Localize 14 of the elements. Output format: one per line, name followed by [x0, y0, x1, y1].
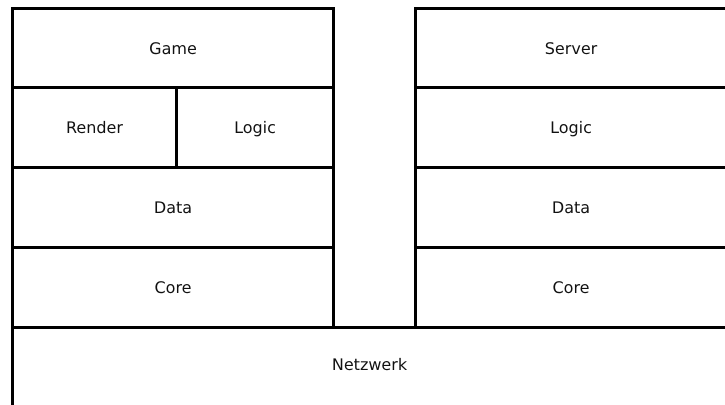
- layer-label: Game: [149, 38, 197, 58]
- layer-label: Data: [154, 198, 192, 217]
- layer-box: [11, 7, 335, 89]
- layer-label: Render: [66, 118, 123, 137]
- layer-label: Logic: [234, 118, 276, 137]
- layer-label: Logic: [550, 118, 592, 137]
- layer-label: Data: [552, 198, 590, 217]
- layer-box: [11, 166, 335, 249]
- layer-label: Server: [544, 38, 598, 58]
- layer-label: Core: [552, 278, 590, 297]
- layer-box: [11, 246, 335, 329]
- layer-label: Netzwerk: [332, 355, 408, 374]
- layer-box: [414, 7, 725, 89]
- layer-label: Core: [154, 278, 192, 297]
